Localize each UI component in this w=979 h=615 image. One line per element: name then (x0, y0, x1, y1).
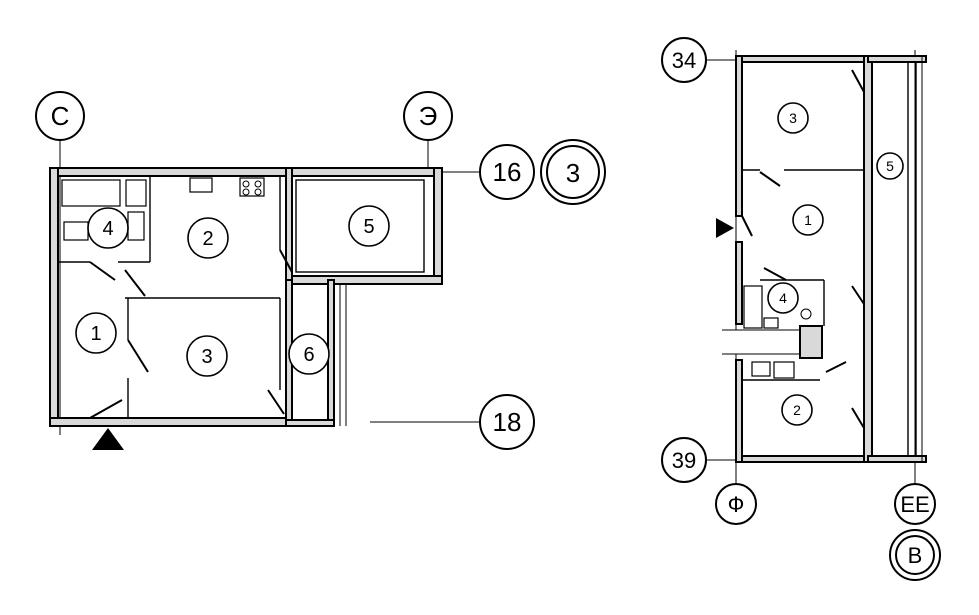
svg-text:3: 3 (201, 346, 212, 368)
apartment-plan-left: 1 2 3 4 5 6 С Э (35, 91, 606, 450)
door-bedroom (127, 339, 149, 373)
burner-icon (254, 180, 262, 188)
room-6-left: 6 (288, 333, 330, 375)
svg-text:4: 4 (779, 290, 787, 306)
toilet-icon (127, 211, 145, 241)
svg-text:4: 4 (102, 218, 113, 240)
svg-text:3: 3 (566, 158, 580, 188)
room-3-right: 3 (777, 102, 809, 134)
wall-loggia-right (433, 167, 443, 285)
toilet-icon (800, 308, 812, 320)
svg-text:16: 16 (493, 157, 522, 187)
svg-text:Э: Э (419, 101, 438, 131)
wall-left (49, 167, 59, 427)
wall-bottom (49, 417, 289, 427)
washer-icon (125, 179, 147, 207)
wall-loggia-inner (863, 55, 873, 463)
stove-icon (239, 177, 265, 197)
wall-loggia-bottom (867, 455, 927, 463)
svg-text:В: В (908, 543, 923, 568)
room-2-right: 2 (781, 394, 813, 426)
door-entrance (89, 399, 123, 419)
section-bubble-3: 3 (540, 139, 606, 205)
room-5-right: 5 (876, 152, 904, 180)
svg-text:34: 34 (672, 48, 696, 73)
room-5-left: 5 (348, 205, 390, 247)
axis-bubble-f: Ф (715, 483, 757, 525)
svg-text:2: 2 (793, 402, 801, 418)
room-4-right: 4 (767, 282, 799, 314)
loggia-glazing (907, 61, 917, 457)
room-2-left: 2 (187, 217, 229, 259)
svg-text:С: С (51, 101, 70, 131)
wall-top-right (287, 167, 443, 177)
svg-text:39: 39 (672, 448, 696, 473)
svg-text:5: 5 (363, 216, 374, 238)
wall-loggia-bottom (285, 275, 443, 285)
entrance-arrow-icon (716, 218, 734, 238)
apartment-plan-right: 1 2 3 4 5 34 39 Ф (661, 37, 941, 581)
wall-loggia-top (867, 55, 927, 63)
wall-top-left (49, 167, 291, 177)
shaft (799, 325, 823, 359)
wall-left-top (735, 55, 743, 217)
svg-text:3: 3 (789, 110, 797, 126)
kitchen-sink-icon (751, 361, 771, 377)
wall-balcony-bottom (285, 419, 335, 427)
room-1-right: 1 (792, 204, 824, 236)
axis-bubble-16: 16 (479, 144, 535, 200)
svg-text:5: 5 (886, 158, 894, 174)
axis-bubble-18: 18 (479, 394, 535, 450)
wall-top (735, 55, 869, 63)
door-balcony (267, 389, 285, 415)
wall-left-bottom (735, 359, 743, 463)
door-loggia-2 (851, 407, 865, 429)
svg-text:18: 18 (493, 407, 522, 437)
room-4-left: 4 (87, 207, 129, 249)
door-room-3 (759, 171, 781, 187)
wall-bottom (735, 455, 869, 463)
axis-bubble-e: Э (403, 91, 453, 141)
door-entrance (741, 215, 753, 237)
burner-icon (242, 180, 250, 188)
entrance-arrow-icon (92, 428, 124, 450)
svg-text:ЕЕ: ЕЕ (900, 492, 929, 517)
svg-text:6: 6 (303, 344, 314, 366)
svg-text:Ф: Ф (728, 492, 745, 517)
axis-bubble-ee: ЕЕ (894, 483, 936, 525)
svg-text:2: 2 (202, 228, 213, 250)
door-loggia-1 (851, 285, 865, 305)
axis-bubble-34: 34 (661, 37, 707, 83)
axis-bubble-c: С (35, 91, 85, 141)
door-bathroom (89, 261, 116, 281)
room-3-left: 3 (186, 335, 228, 377)
door-kitchen (124, 269, 146, 297)
wall-left-mid (735, 241, 743, 325)
kitchen-sink-icon (189, 177, 213, 193)
loggia-frame (295, 179, 425, 273)
door-kitchen (825, 361, 847, 373)
bathtub-icon (61, 179, 121, 207)
sink-icon (63, 221, 89, 241)
door-bathroom (763, 267, 787, 281)
axis-bubble-39: 39 (661, 437, 707, 483)
section-bubble-v: В (889, 529, 941, 581)
svg-text:1: 1 (90, 323, 101, 345)
room-1-left: 1 (75, 312, 117, 354)
door-loggia (279, 249, 293, 273)
svg-text:1: 1 (804, 212, 812, 228)
bathtub-icon (743, 285, 763, 329)
stove-icon (773, 361, 795, 379)
burner-icon (254, 188, 262, 196)
door-loggia-3 (851, 69, 865, 93)
burner-icon (242, 188, 250, 196)
sink-icon (763, 317, 779, 329)
